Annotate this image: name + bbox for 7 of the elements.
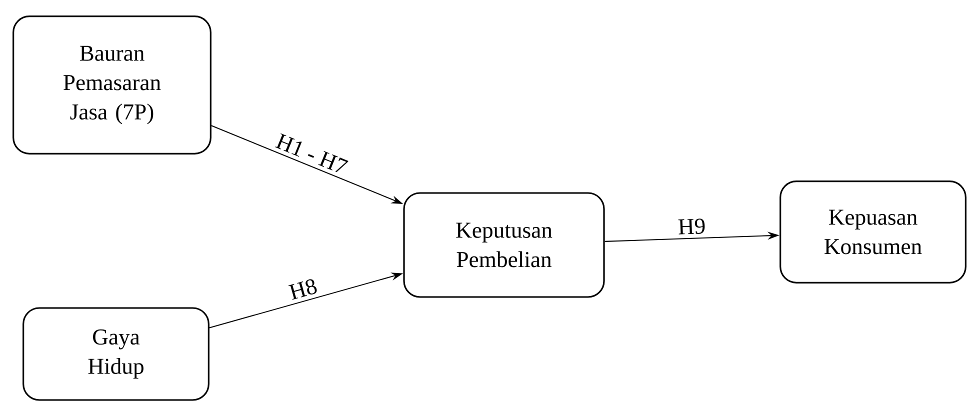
edge-label: H8 <box>286 276 320 302</box>
edge-label: H1 - H7 <box>272 131 351 177</box>
edge-label: H9 <box>676 217 708 236</box>
process-box: Keputusan Pembelian <box>403 192 605 298</box>
process-box: Gaya Hidup <box>22 307 210 401</box>
process-box: Kepuasan Konsumen <box>780 180 966 284</box>
process-box: Bauran Pemasaran Jasa (7P) <box>12 16 212 154</box>
